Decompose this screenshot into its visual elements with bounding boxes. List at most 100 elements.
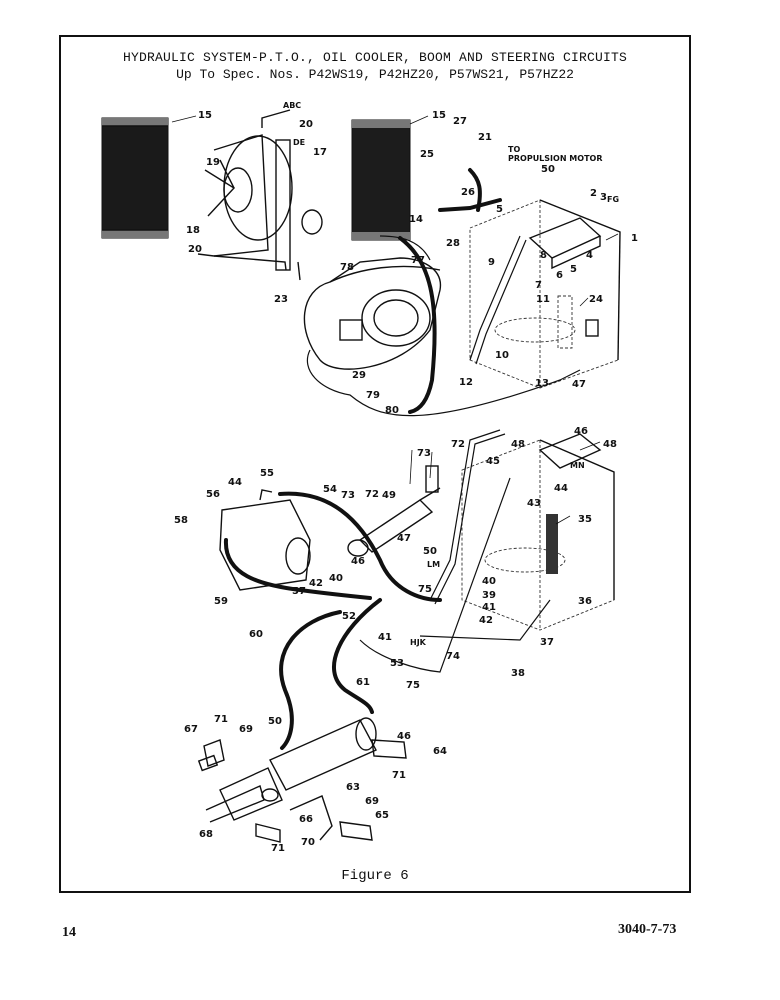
callout-77: 77 — [411, 255, 425, 266]
callout-53: 53 — [390, 658, 404, 669]
callout-50b: 50 — [423, 546, 437, 557]
callout-17: 17 — [313, 147, 327, 158]
callout-4: 4 — [586, 250, 593, 261]
callout-15b: 15 — [432, 110, 446, 121]
tube-9 — [469, 235, 527, 365]
callout-21: 21 — [478, 132, 492, 143]
callout-61: 61 — [356, 677, 370, 688]
callout-71a: 71 — [214, 714, 228, 725]
callout-15a: 15 — [198, 110, 212, 121]
callout-35: 35 — [578, 514, 592, 525]
oil-cooler-left — [101, 117, 169, 239]
callout-67: 67 — [184, 724, 198, 735]
hose-59 — [223, 538, 372, 600]
callout-78: 78 — [340, 262, 354, 273]
callout-de: DE — [293, 138, 305, 147]
callout-50c: 50 — [268, 716, 282, 727]
callout-72b: 72 — [365, 489, 379, 500]
tube-13 — [306, 349, 581, 417]
callout-64: 64 — [433, 746, 447, 757]
callout-80: 80 — [385, 405, 399, 416]
callout-5b: 5 — [570, 264, 577, 275]
callout-44b: 44 — [228, 477, 242, 488]
figure-title-line1: HYDRAULIC SYSTEM-P.T.O., OIL COOLER, BOO… — [122, 50, 628, 65]
callout-60: 60 — [249, 629, 263, 640]
callout-48a: 48 — [511, 439, 525, 450]
oil-cooler-middle — [351, 119, 411, 241]
callout-43: 43 — [527, 498, 541, 509]
callout-27: 27 — [453, 116, 467, 127]
fan-assembly — [197, 109, 323, 281]
tube-77 — [379, 235, 431, 261]
callout-56: 56 — [206, 489, 220, 500]
hose-61 — [332, 598, 382, 714]
callout-11: 11 — [536, 294, 550, 305]
tube-37 — [419, 599, 551, 641]
callout-45: 45 — [486, 456, 500, 467]
callout-to: TO — [508, 145, 520, 154]
callout-44a: 44 — [554, 483, 568, 494]
callout-50a: 50 — [541, 164, 555, 175]
callout-24: 24 — [589, 294, 603, 305]
callout-lm: LM — [427, 560, 440, 569]
boom-cylinder — [347, 465, 441, 557]
callout-54: 54 — [323, 484, 337, 495]
callout-28: 28 — [446, 238, 460, 249]
tube-40 — [429, 429, 506, 605]
control-valve-upper — [528, 217, 602, 270]
callout-2: 2 — [590, 188, 597, 199]
callout-abc: ABC — [283, 101, 301, 110]
callout-65: 65 — [375, 810, 389, 821]
callout-71c: 71 — [271, 843, 285, 854]
callout-40b: 40 — [329, 573, 343, 584]
callout-46b: 46 — [351, 556, 365, 567]
hydraulic-tank-lower — [461, 433, 615, 631]
figure-title-line2: Up To Spec. Nos. P42WS19, P42HZ20, P57WS… — [176, 67, 574, 82]
callout-49: 49 — [382, 490, 396, 501]
pto-pump — [219, 489, 311, 591]
callout-75a: 75 — [406, 680, 420, 691]
callout-71b: 71 — [392, 770, 406, 781]
callout-40a: 40 — [482, 576, 496, 587]
callout-69b: 69 — [365, 796, 379, 807]
callout-47a: 47 — [572, 379, 586, 390]
callout-59: 59 — [214, 596, 228, 607]
figure-caption: Figure 6 — [341, 868, 409, 884]
callout-57: 57 — [292, 586, 306, 597]
callout-10: 10 — [495, 350, 509, 361]
callout-48b: 48 — [603, 439, 617, 450]
document-code: 3040-7-73 — [618, 922, 677, 937]
callout-25: 25 — [420, 149, 434, 160]
callout-36: 36 — [578, 596, 592, 607]
callout-39: 39 — [482, 590, 496, 601]
callout-mn: MN — [570, 461, 585, 470]
callout-29: 29 — [352, 370, 366, 381]
callout-13: 13 — [535, 378, 549, 389]
callout-fg: FG — [607, 195, 619, 204]
callout-41a: 41 — [482, 602, 496, 613]
callout-66: 66 — [299, 814, 313, 825]
callout-70: 70 — [301, 837, 315, 848]
hose-54 — [278, 491, 442, 602]
callout-12: 12 — [459, 377, 473, 388]
pivot-pins — [197, 739, 407, 843]
callout-23: 23 — [274, 294, 288, 305]
callout-73a: 73 — [417, 448, 431, 459]
callout-3: 3 — [600, 192, 607, 203]
callout-55: 55 — [260, 468, 274, 479]
callout-38: 38 — [511, 668, 525, 679]
pto-housing — [303, 257, 442, 370]
callout-58: 58 — [174, 515, 188, 526]
callout-47b: 47 — [397, 533, 411, 544]
callout-52: 52 — [342, 611, 356, 622]
page-number: 14 — [62, 925, 76, 940]
callout-19: 19 — [206, 157, 220, 168]
callout-75b: 75 — [418, 584, 432, 595]
callout-8: 8 — [540, 250, 547, 261]
callout-79: 79 — [366, 390, 380, 401]
callout-6: 6 — [556, 270, 563, 281]
hose-12 — [398, 236, 437, 414]
callout-9: 9 — [488, 257, 495, 268]
callout-20b: 20 — [188, 244, 202, 255]
